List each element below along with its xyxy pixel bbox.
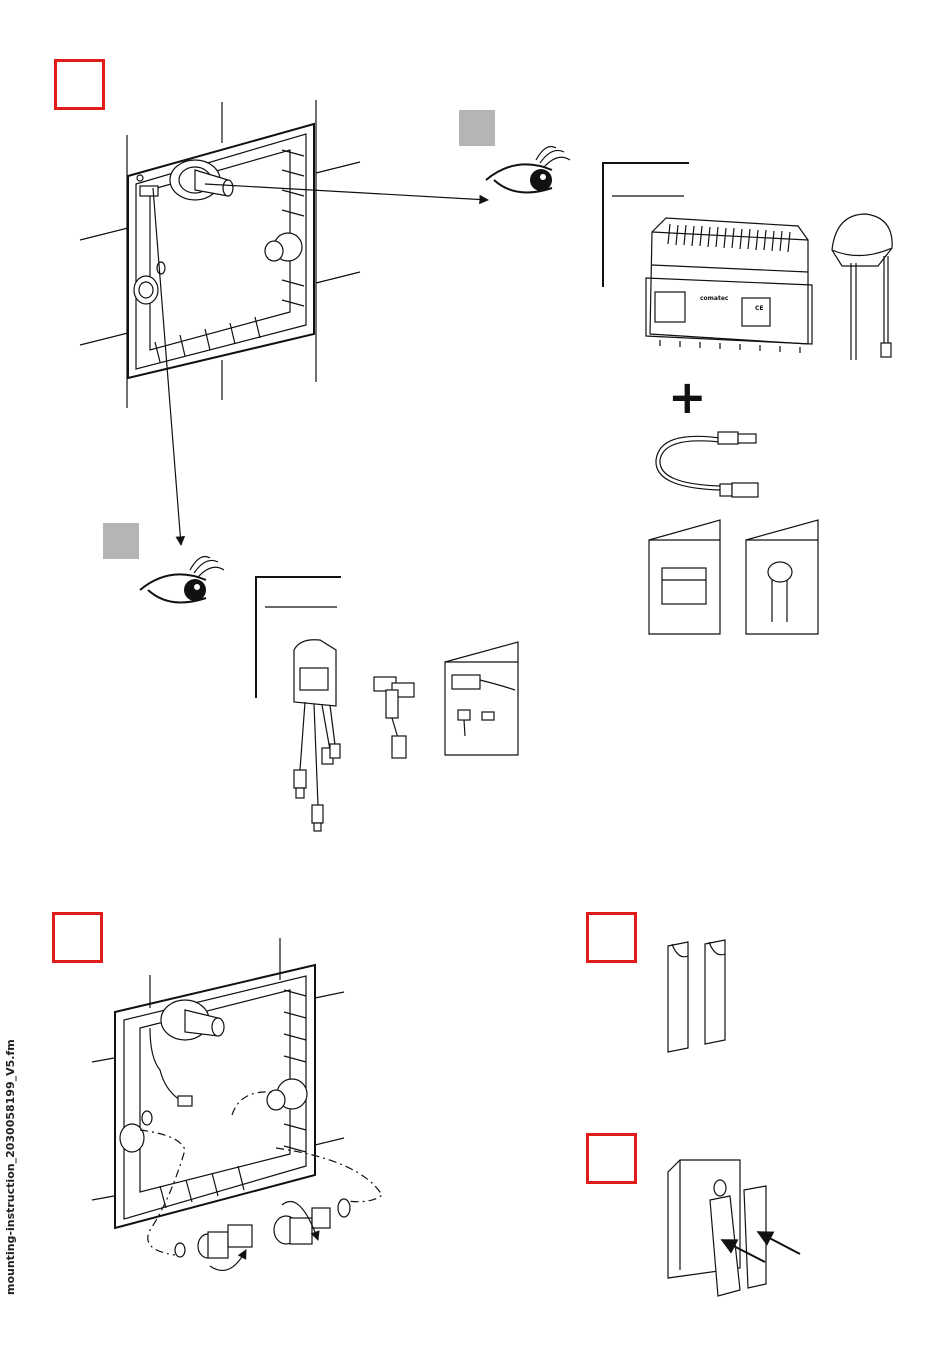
ce-mark: CE — [755, 305, 764, 312]
eye-icon — [486, 147, 570, 193]
manual-power-supply — [649, 520, 720, 634]
dome-sensor — [832, 214, 892, 360]
wall-box-top — [80, 100, 360, 408]
mounting-block — [668, 1160, 800, 1296]
adhesive-strips — [668, 940, 725, 1052]
eye-icon — [140, 557, 224, 603]
device-brand-text: comatec — [700, 295, 729, 302]
extension-cable — [656, 432, 758, 497]
t-connector — [374, 677, 414, 758]
wall-box-bottom — [92, 938, 382, 1270]
manual-module — [445, 642, 518, 755]
arrow-to-top-eye — [205, 184, 488, 200]
plus-icon: + — [668, 370, 707, 424]
power-supply-unit: comatec CE — [646, 218, 812, 353]
manual-sensor — [746, 520, 818, 634]
control-module — [294, 640, 340, 831]
